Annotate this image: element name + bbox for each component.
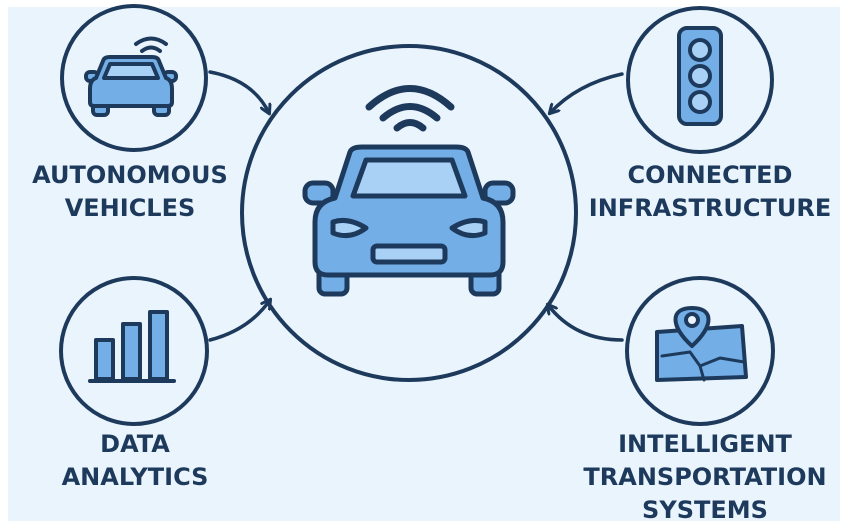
- arrow-from-intelligent-transportation-systems: [548, 305, 624, 342]
- map-pin-icon: [655, 306, 748, 382]
- center-hub: [240, 44, 578, 382]
- label-line: INFRASTRUCTURE: [588, 194, 832, 222]
- arrow-from-data-analytics: [208, 300, 270, 342]
- arrow-from-connected-infrastructure: [550, 72, 624, 113]
- label-line: TRANSPORTATION: [583, 463, 827, 491]
- label-line: VEHICLES: [64, 194, 196, 222]
- traffic-light-icon: [677, 26, 723, 126]
- arrows: [208, 70, 624, 342]
- car-with-signal-icon: [84, 36, 178, 117]
- label-autonomous-vehicles: AUTONOMOUS VEHICLES: [17, 159, 243, 225]
- label-intelligent-transportation-systems: INTELLIGENT TRANSPORTATION SYSTEMS: [575, 428, 835, 527]
- label-line: AUTONOMOUS: [32, 161, 228, 189]
- car-icon: [302, 144, 516, 297]
- arrow-from-autonomous-vehicles: [208, 70, 269, 113]
- node-data-analytics: [59, 276, 209, 426]
- label-line: CONNECTED: [627, 161, 793, 189]
- bar-chart-icon: [88, 310, 176, 383]
- node-connected-infrastructure: [626, 6, 774, 154]
- node-autonomous-vehicles: [60, 4, 208, 152]
- label-connected-infrastructure: CONNECTED INFRASTRUCTURE: [586, 159, 834, 225]
- label-line: ANALYTICS: [61, 463, 209, 491]
- label-line: SYSTEMS: [642, 496, 768, 524]
- wireless-signal-icon: [365, 85, 455, 132]
- node-intelligent-transportation-systems: [625, 276, 775, 426]
- label-line: DATA: [100, 430, 170, 458]
- label-data-analytics: DATA ANALYTICS: [40, 428, 230, 494]
- label-line: INTELLIGENT: [618, 430, 792, 458]
